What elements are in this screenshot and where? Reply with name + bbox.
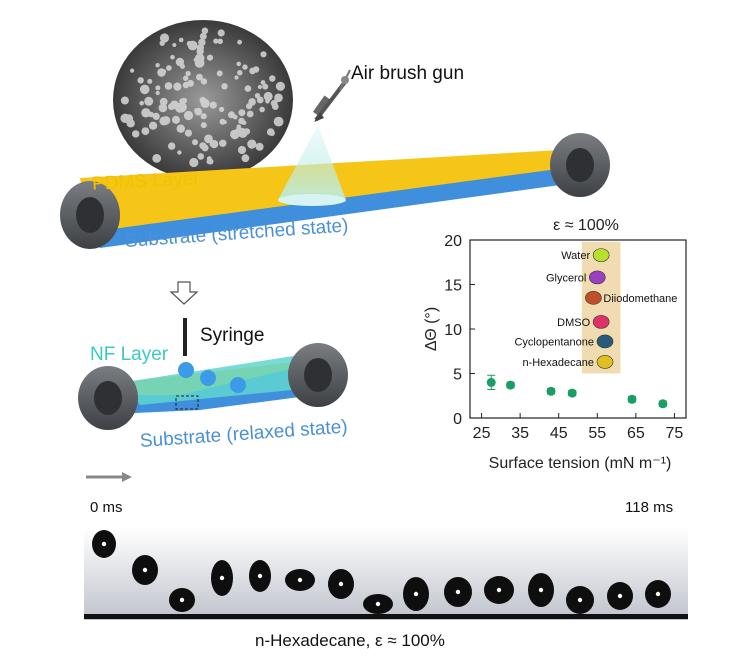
droplet-highlight xyxy=(219,575,225,581)
droplet-highlight xyxy=(101,541,107,547)
spray-spot xyxy=(278,194,346,206)
droplet-highlight xyxy=(496,587,502,593)
y-tick-label: 0 xyxy=(453,411,462,428)
droplet-highlight xyxy=(413,591,419,597)
y-tick-label: 10 xyxy=(444,322,462,339)
roller-bottom-right xyxy=(288,343,348,407)
liquid-label: Water xyxy=(561,250,590,262)
liquid-label: n-Hexadecane xyxy=(522,357,594,369)
drop-3 xyxy=(230,377,246,393)
liquid-label: Cyclopentanone xyxy=(514,336,594,348)
spray-cone xyxy=(278,125,346,200)
droplet-sequence xyxy=(92,530,671,614)
droplet-highlight xyxy=(655,591,661,597)
liquid-drop xyxy=(596,355,614,369)
x-tick-label: 45 xyxy=(550,425,568,442)
chart-title: ε ≈ 100% xyxy=(553,217,619,234)
roller-top-left xyxy=(60,181,120,249)
liquid-drop xyxy=(596,334,614,349)
droplet-highlight xyxy=(297,577,303,583)
syringe-needle xyxy=(183,318,187,356)
liquid-label: Diiodomethane xyxy=(603,293,677,305)
x-tick-label: 25 xyxy=(473,425,491,442)
liquid-label: Glycerol xyxy=(546,272,586,284)
data-point xyxy=(658,399,668,409)
airbrush-label: Air brush gun xyxy=(351,63,465,84)
nf-layer-label: NF Layer xyxy=(90,344,169,365)
data-point xyxy=(506,380,515,390)
data-point xyxy=(486,377,496,387)
droplet-highlight xyxy=(455,589,461,595)
roller-top-right xyxy=(550,133,610,197)
y-axis-label: ΔΘ (°) xyxy=(423,307,440,351)
droplet-highlight xyxy=(375,601,381,607)
time-end-label: 118 ms xyxy=(625,499,674,516)
data-point xyxy=(627,394,637,404)
x-axis-label: Surface tension (mN m⁻¹) xyxy=(489,455,672,472)
data-point xyxy=(567,388,577,398)
caption-label: n-Hexadecane, ε ≈ 100% xyxy=(255,631,445,650)
x-tick-label: 65 xyxy=(627,425,645,442)
y-tick-label: 15 xyxy=(444,278,462,295)
droplet-highlight xyxy=(257,573,263,579)
x-tick-label: 55 xyxy=(588,425,606,442)
x-tick-label: 75 xyxy=(666,425,684,442)
droplet-highlight xyxy=(179,597,185,603)
relaxed-belt xyxy=(100,355,330,415)
liquid-drop xyxy=(588,270,606,285)
droplet-highlight xyxy=(577,597,583,603)
syringe-label: Syringe xyxy=(200,325,265,346)
droplet-highlight xyxy=(142,567,148,573)
time-start-label: 0 ms xyxy=(90,499,123,516)
droplet-highlight xyxy=(338,581,344,587)
plot-frame xyxy=(469,239,687,419)
sem-image xyxy=(113,20,293,180)
drop-1 xyxy=(178,362,194,378)
filmstrip-substrate xyxy=(84,614,688,619)
roller-bottom-left xyxy=(78,366,138,430)
zoom-box xyxy=(175,395,199,410)
y-tick-label: 5 xyxy=(453,367,462,384)
droplet-highlight xyxy=(617,593,623,599)
data-point xyxy=(546,386,556,396)
down-arrow-icon xyxy=(169,281,199,305)
x-tick-label: 35 xyxy=(511,425,529,442)
liquid-drop xyxy=(592,315,610,329)
airbrush-gun-icon xyxy=(312,69,351,122)
droplet-highlight xyxy=(538,587,544,593)
liquid-photo-band xyxy=(581,241,621,374)
liquid-drop xyxy=(585,291,602,305)
liquid-label: DMSO xyxy=(557,317,590,329)
drop-2 xyxy=(200,370,216,386)
y-tick-label: 20 xyxy=(444,233,462,250)
surface-tension-chart: 25 35 45 55 65 75 0 5 10 15 20 ε ≈ 100% Surface tens… xyxy=(423,217,687,472)
time-arrow-icon xyxy=(86,472,132,482)
liquid-drop xyxy=(592,248,610,262)
